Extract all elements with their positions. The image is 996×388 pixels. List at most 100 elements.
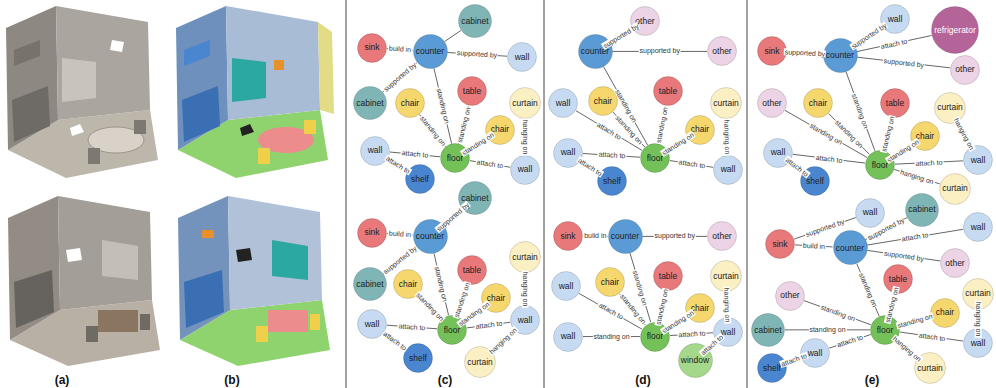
segment-chair [256, 326, 268, 342]
node-label: curtain [937, 103, 963, 112]
node-label: curtain [713, 272, 739, 281]
graph-node: counter [608, 219, 643, 254]
node-label: wall [971, 339, 986, 348]
graph-node: table [653, 76, 683, 106]
edge-label-holder: supported by [882, 56, 925, 68]
edge-label-holder: attach to [917, 331, 947, 342]
edge-label: hanging on [723, 286, 732, 323]
segment-wall [226, 6, 320, 120]
edge-label-holder: standing on [857, 271, 879, 309]
graph-node: cabinet [751, 313, 785, 347]
scan-counter [14, 270, 54, 328]
edge-label: standing on [896, 312, 935, 330]
edge-label-holder: standing on [659, 131, 695, 158]
node-label: chair [936, 308, 954, 317]
graph-node: other [775, 281, 805, 311]
node-label: cabinet [461, 17, 488, 26]
scan-wall [58, 196, 152, 310]
segment-chair [304, 120, 316, 134]
node-label: chair [399, 280, 417, 289]
edge-label: standing on [592, 333, 630, 340]
node-label: chair [594, 97, 612, 106]
node-label: wall [556, 99, 571, 108]
segment-shelf [184, 40, 210, 66]
node-label: other [762, 99, 781, 108]
node-label: table [886, 99, 904, 108]
node-label: table [659, 272, 677, 281]
node-fill [964, 212, 993, 241]
graph-node: cabinet [905, 193, 939, 227]
edge-label: hanging on [521, 271, 528, 308]
edge-label-holder: hanging on [723, 286, 732, 323]
node-label: sink [364, 228, 379, 237]
edge-label-holder: supported by [654, 233, 696, 240]
edge-label-holder: supported by [882, 249, 925, 262]
node-fill [766, 230, 795, 259]
node-label: curtain [467, 358, 493, 367]
node-fill [932, 7, 979, 54]
edge-label-holder: standing on [631, 268, 649, 307]
node-label: wall [561, 332, 576, 341]
node-fill [804, 88, 833, 117]
node-label: table [463, 87, 481, 96]
segment-wall [178, 196, 230, 340]
edge-label-holder: hanging on [898, 168, 935, 186]
segmented-scene [178, 196, 330, 366]
edge-label: supported by [804, 218, 847, 239]
node-fill [935, 92, 966, 123]
mesh-scene [6, 6, 158, 178]
edge-label-holder: supported by [434, 201, 471, 234]
graph-node: chair [395, 88, 425, 118]
edge-label-holder: standing on [433, 265, 449, 304]
edge-label: supported by [882, 56, 925, 68]
node-fill [458, 77, 487, 106]
node-fill [941, 249, 970, 278]
node-label: sink [772, 240, 787, 249]
edge-label: attach to [917, 331, 947, 342]
edge-label-holder: attach to [576, 156, 604, 178]
graph-node: counter [413, 34, 448, 69]
edge-label: supported by [381, 244, 419, 276]
graph-node: sink [357, 33, 387, 63]
node-fill [459, 4, 492, 37]
node-fill [549, 88, 578, 117]
edge-label: supported by [381, 61, 418, 94]
node-label: counter [826, 51, 854, 60]
edge-label: standing on [435, 87, 451, 126]
panel-label: (e) [865, 374, 880, 386]
edge-label: attach to [879, 37, 909, 50]
edge-label: standing on [659, 131, 695, 158]
edge-label: standing on [883, 285, 900, 324]
edge-label-holder: standing on [818, 303, 856, 323]
node-fill [458, 255, 487, 284]
node-label: wall [971, 223, 986, 232]
edge-label: attach to [677, 330, 706, 339]
edge-label-holder: supported by [381, 61, 418, 94]
edge-label: standing on [455, 105, 472, 144]
relation-edge [804, 301, 871, 325]
graph-node: wall [548, 88, 578, 118]
edge-label-holder: hanging on [521, 118, 528, 155]
node-label: shelf [603, 177, 621, 186]
edge-label-holder: standing on [850, 92, 870, 130]
edge-label-holder: attach to [879, 37, 909, 50]
segment-wall [228, 196, 322, 310]
edge-label: build in [387, 230, 412, 239]
edge-label-holder: build in [583, 233, 607, 240]
node-label: other [955, 65, 974, 74]
node-fill [714, 155, 743, 184]
node-fill [510, 242, 541, 273]
node-label: counter [836, 244, 864, 253]
node-label: cabinet [356, 280, 383, 289]
mesh-scene [8, 196, 160, 366]
relation-edge [857, 57, 950, 68]
node-label: wall [561, 148, 576, 157]
edge-label-holder: attach to [474, 320, 504, 331]
node-fill [856, 198, 885, 227]
node-fill [833, 231, 867, 265]
node-label: shelf [763, 364, 781, 373]
node-fill [708, 37, 737, 66]
node-fill [358, 218, 387, 247]
segment-counter [184, 270, 224, 328]
node-fill [608, 219, 642, 253]
